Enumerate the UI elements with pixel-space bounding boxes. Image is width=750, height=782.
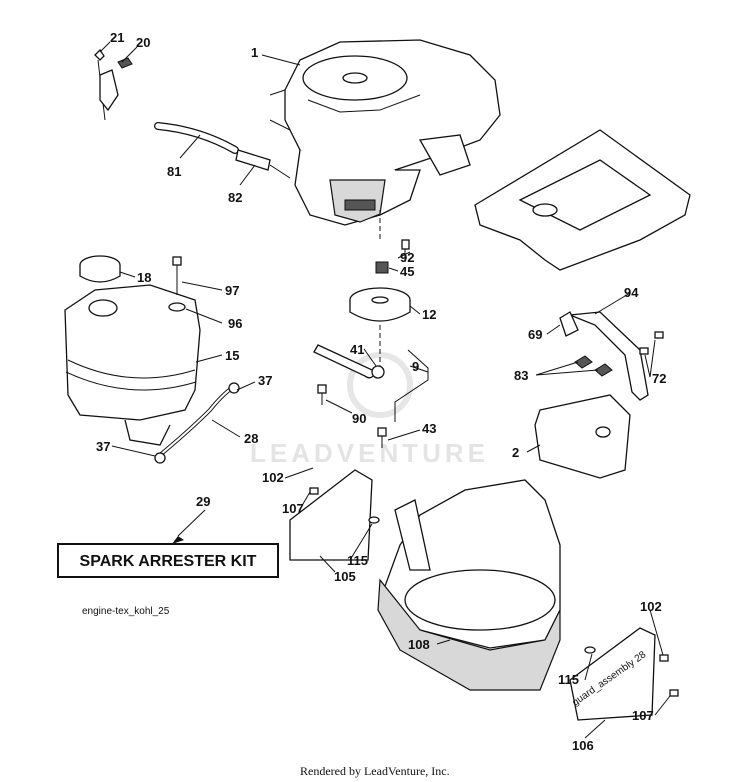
dipstick-drawing xyxy=(94,48,133,121)
watermark-text: LEADVENTURE xyxy=(250,438,489,468)
label-part-37-lower: 37 xyxy=(96,439,110,454)
label-part-72: 72 xyxy=(652,371,666,386)
label-part-37-upper: 37 xyxy=(258,373,272,388)
label-part-82: 82 xyxy=(228,190,242,205)
label-part-115-left: 115 xyxy=(347,553,368,568)
fuel-tank-drawing xyxy=(64,284,201,446)
bolt-97-drawing xyxy=(168,256,186,312)
spark-arrester-kit-box: SPARK ARRESTER KIT xyxy=(57,543,279,578)
label-part-106: 106 xyxy=(572,738,594,753)
label-part-107-left: 107 xyxy=(282,501,304,516)
watermark: LEADVENTURE xyxy=(250,352,489,468)
label-part-41: 41 xyxy=(350,342,364,357)
fuel-hose-drawing xyxy=(154,382,240,464)
label-part-43: 43 xyxy=(422,421,436,436)
pulley-drawing xyxy=(349,210,411,370)
label-part-108: 108 xyxy=(408,637,430,652)
label-part-81: 81 xyxy=(167,164,181,179)
label-part-69: 69 xyxy=(528,327,542,342)
label-part-96: 96 xyxy=(228,316,242,331)
fuel-line-drawing xyxy=(154,122,291,179)
spark-arrester-kit-label: SPARK ARRESTER KIT xyxy=(80,553,257,570)
label-part-9: 9 xyxy=(412,359,419,374)
label-part-83: 83 xyxy=(514,368,528,383)
label-part-2: 2 xyxy=(512,445,519,460)
leader-lines xyxy=(99,41,671,739)
engine-drawing xyxy=(269,39,501,226)
label-part-102-left: 102 xyxy=(262,470,284,485)
belt-guide-drawing xyxy=(313,344,429,448)
label-part-45: 45 xyxy=(400,264,414,279)
muffler-drawing xyxy=(534,311,664,479)
part-labels: 1 21 20 81 82 18 97 96 15 37 28 37 92 45… xyxy=(96,30,666,753)
label-part-102-right: 102 xyxy=(640,599,662,614)
label-part-1: 1 xyxy=(251,45,258,60)
engine-guard-drawing xyxy=(377,479,561,691)
diagram-code: engine-tex_kohl_25 xyxy=(82,606,170,617)
mount-plate-drawing xyxy=(474,129,691,271)
footer-credit: Rendered by LeadVenture, Inc. xyxy=(300,764,450,778)
label-part-105: 105 xyxy=(334,569,356,584)
label-part-15: 15 xyxy=(225,348,239,363)
label-part-12: 12 xyxy=(422,307,436,322)
label-part-29: 29 xyxy=(196,494,210,509)
label-part-97: 97 xyxy=(225,283,239,298)
label-part-90: 90 xyxy=(352,411,366,426)
fuel-cap-drawing xyxy=(79,255,121,283)
label-part-92: 92 xyxy=(400,250,414,265)
label-part-21: 21 xyxy=(110,30,124,45)
label-part-94: 94 xyxy=(624,285,639,300)
label-part-20: 20 xyxy=(136,35,150,50)
side-shield-left-drawing xyxy=(289,469,380,561)
label-part-28: 28 xyxy=(244,431,258,446)
label-part-18: 18 xyxy=(137,270,151,285)
label-part-115-right: 115 xyxy=(558,672,579,687)
label-part-107-right: 107 xyxy=(632,708,654,723)
